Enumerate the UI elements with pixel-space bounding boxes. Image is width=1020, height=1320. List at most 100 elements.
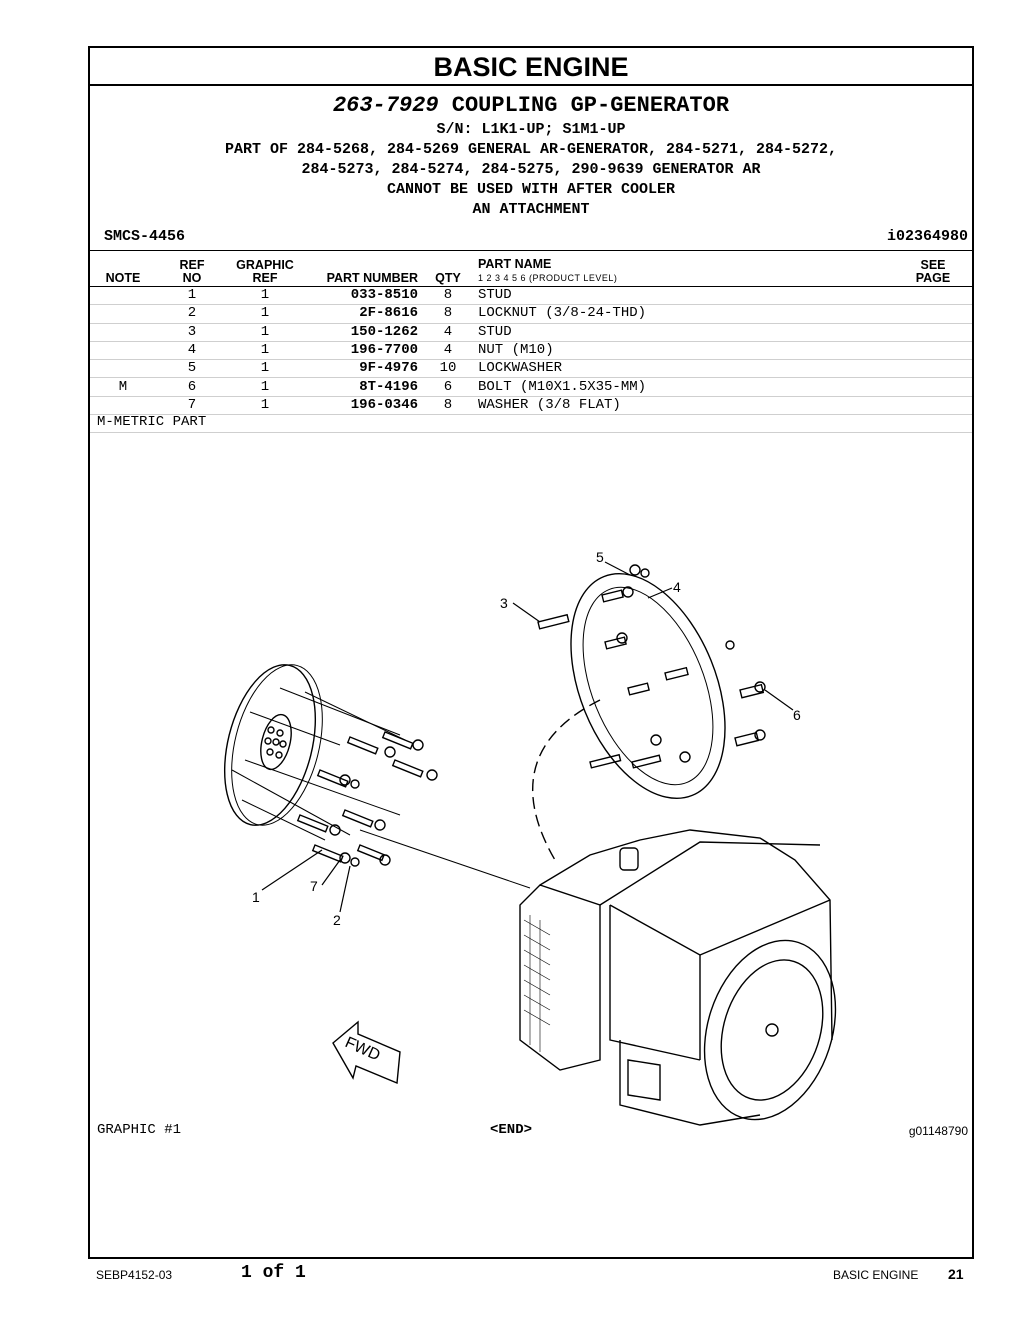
row-note: M: [90, 377, 156, 397]
row-qty: 4: [422, 323, 474, 342]
illustration-ref: i02364980: [886, 228, 968, 245]
serial-numbers: S/N: L1K1-UP; S1M1-UP: [436, 121, 626, 138]
callout-3: 3: [500, 595, 508, 611]
row-part-number: 196-0346: [302, 396, 422, 416]
row-part-name: LOCKNUT (3/8-24-THD): [474, 304, 894, 324]
fwd-label: FWD: [342, 1034, 382, 1064]
row-graphic-ref: 1: [228, 341, 302, 361]
row-see-page: [894, 377, 972, 397]
row-part-number: 2F-8616: [302, 304, 422, 324]
footer-doc-number: SEBP4152-03: [96, 1268, 173, 1282]
hub-bolt-circle: [264, 726, 287, 759]
assembly-path: [531, 699, 601, 861]
col-see-top: SEE: [920, 258, 946, 272]
callout-6: 6: [793, 707, 801, 723]
row-graphic-ref: 1: [228, 323, 302, 342]
row-graphic-ref: 1: [228, 304, 302, 324]
col-graphic-top: GRAPHIC: [236, 258, 294, 272]
page-frame: BASIC ENGINE 263-7929 COUPLING GP-GENERA…: [88, 46, 974, 1259]
adapter-ring-outer: [570, 572, 726, 800]
part-of-line-1: PART OF 284-5268, 284-5269 GENERAL AR-GE…: [224, 141, 838, 158]
row-part-name: NUT (M10): [474, 341, 894, 361]
row-part-number: 150-1262: [302, 323, 422, 342]
col-qty: QTY: [435, 271, 461, 285]
col-note: NOTE: [105, 271, 141, 285]
row-see-page: [894, 359, 972, 379]
group-number: 263-7929: [332, 93, 439, 118]
row-ref-no: 7: [156, 396, 228, 416]
row-ref-no: 6: [156, 377, 228, 397]
usage-note-line-1: CANNOT BE USED WITH AFTER COOLER: [386, 181, 676, 198]
assembly-lines: [231, 687, 531, 889]
coupling-hub: [260, 713, 292, 771]
row-part-number: 9F-4976: [302, 359, 422, 379]
row-part-number: 196-7700: [302, 341, 422, 361]
row-qty: 8: [422, 396, 474, 416]
metric-note: M-METRIC PART: [97, 414, 207, 430]
footer-section: BASIC ENGINE: [833, 1268, 919, 1282]
fwd-arrow-icon: [332, 1020, 401, 1085]
graphic-label: GRAPHIC #1: [97, 1122, 182, 1138]
col-part-name-label: PART NAME: [478, 257, 552, 271]
callout-5: 5: [596, 549, 604, 565]
row-see-page: [894, 396, 972, 416]
callout-7: 7: [310, 878, 318, 894]
row-graphic-ref: 1: [228, 359, 302, 379]
col-part-number: PART NUMBER: [326, 271, 418, 285]
row-note: [90, 304, 156, 324]
row-note: [90, 359, 156, 379]
smcs-code: SMCS-4456: [104, 228, 186, 245]
row-part-name: WASHER (3/8 FLAT): [474, 396, 894, 416]
section-title: BASIC ENGINE: [90, 48, 972, 86]
callout-group: 5 4 3 6 1 7 2 FWD: [252, 549, 801, 1064]
row-ref-no: 3: [156, 323, 228, 342]
row-qty: 10: [422, 359, 474, 379]
row-ref-no: 4: [156, 341, 228, 361]
row-see-page: [894, 304, 972, 324]
row-graphic-ref: 1: [228, 286, 302, 306]
row-part-number: 033-8510: [302, 286, 422, 306]
col-ref-bottom: NO: [182, 271, 202, 285]
disc-fasteners: [296, 731, 438, 867]
group-header: 263-7929 COUPLING GP-GENERATOR S/N: L1K1…: [90, 92, 972, 220]
row-part-name: STUD: [474, 323, 894, 342]
footer-page-number: 21: [948, 1266, 964, 1282]
ring-fasteners: [537, 564, 766, 769]
footer-page-count: 1 of 1: [241, 1263, 306, 1283]
row-note: [90, 341, 156, 361]
generator-housing: [519, 829, 837, 1126]
group-title: 263-7929 COUPLING GP-GENERATOR: [90, 92, 972, 120]
row-part-name: STUD: [474, 286, 894, 306]
row-part-name: BOLT (M10X1.5X35-MM): [474, 377, 894, 397]
row-see-page: [894, 323, 972, 342]
row-qty: 4: [422, 341, 474, 361]
coupling-disc: [223, 664, 317, 826]
row-qty: 8: [422, 304, 474, 324]
row-qty: 8: [422, 286, 474, 306]
row-note: [90, 396, 156, 416]
row-part-name: LOCKWASHER: [474, 359, 894, 379]
col-see-bottom: PAGE: [915, 271, 951, 285]
product-levels: 1 2 3 4 5 6 (PRODUCT LEVEL): [478, 273, 618, 283]
divider: [90, 432, 972, 433]
callout-2: 2: [333, 912, 341, 928]
callout-1: 1: [252, 889, 260, 905]
row-see-page: [894, 286, 972, 306]
row-graphic-ref: 1: [228, 377, 302, 397]
row-graphic-ref: 1: [228, 396, 302, 416]
row-note: [90, 323, 156, 342]
adapter-ring-inner: [582, 586, 714, 786]
usage-note-line-2: AN ATTACHMENT: [472, 201, 590, 218]
row-see-page: [894, 341, 972, 361]
